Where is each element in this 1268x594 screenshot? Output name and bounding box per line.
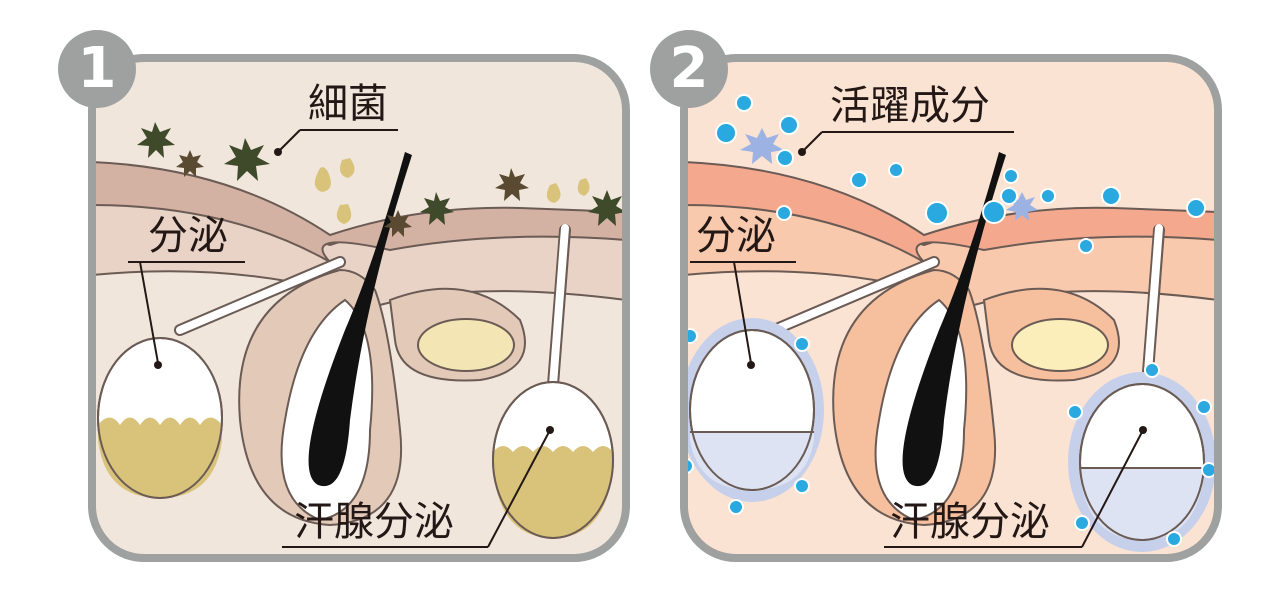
panel-2-ingredient-leader <box>803 131 823 151</box>
panel-1-illustration <box>88 54 630 562</box>
panel-2-bubble <box>715 122 737 144</box>
panel-2-bubble <box>776 149 794 167</box>
panel-2-bubble <box>1000 187 1018 205</box>
panel-1-left-gland-fill <box>98 417 222 498</box>
panel-2-bubble <box>1101 186 1121 206</box>
panel-1-bacteria-label: 細菌 <box>308 81 388 127</box>
panel-1-duct <box>176 258 344 334</box>
panel-2-illustration <box>680 54 1222 562</box>
panel-2-sparkle <box>740 128 784 164</box>
panel-2-bubble <box>776 205 792 221</box>
panel-1-secretion-label: 分泌 <box>148 213 228 259</box>
panel-1-bacteria <box>420 192 454 225</box>
panel-1-sebum-drop <box>336 204 352 224</box>
panel-1-bacteria-leader <box>279 129 301 151</box>
panel-2-bubble <box>1186 198 1206 218</box>
panel-2-bubble <box>1196 399 1212 415</box>
panel-2-bubble <box>925 201 949 225</box>
panel-1-sebaceous-gland <box>417 318 515 372</box>
panel-1-number-badge: 1 <box>58 30 136 108</box>
panel-2-bubble <box>1074 515 1090 531</box>
panel-2-bubble <box>1166 531 1182 547</box>
panel-1: 1 細菌 分泌 汗腺分泌 <box>58 30 630 562</box>
panel-2-bubble <box>982 200 1006 224</box>
panel-2-sebaceous-gland <box>1011 318 1109 372</box>
panel-2-skin-top <box>684 160 1218 263</box>
panel-2-bubbles <box>684 94 1217 547</box>
panel-2-bubble <box>1078 238 1094 254</box>
panel-1-bacteria <box>137 122 175 158</box>
panel-2-sweat-duct <box>1143 224 1163 389</box>
panel-2-bubble <box>888 162 904 178</box>
panel-2-secretion-label: 分泌 <box>696 213 776 259</box>
panel-1-right-gland-fill <box>493 446 613 538</box>
panel-2-frame <box>680 54 1222 562</box>
panel-1-skin-top <box>92 160 626 263</box>
panel-1-hair <box>308 152 412 487</box>
panel-2-bubble <box>850 171 868 189</box>
panel-2: 2 活躍成分 分泌 汗腺分泌 <box>634 0 1268 594</box>
panel-2-bubble <box>735 94 753 112</box>
panel-2-bubble <box>1144 362 1160 378</box>
panel-2-left-gland-fill <box>690 432 814 490</box>
panel-2-bubble <box>794 336 810 352</box>
panel-1-bacteria <box>224 138 270 181</box>
panel-1-bacteria <box>384 210 412 237</box>
panel-1-bacteria <box>588 190 626 226</box>
panel-2-bubble <box>779 115 799 135</box>
panel-1-sebum-drop <box>340 158 355 178</box>
panel-2-ingredient-label: 活躍成分 <box>830 83 990 129</box>
panel-2-bubble <box>728 499 744 515</box>
panel-2-number-badge: 2 <box>650 30 728 108</box>
panel-1-sweat-duct <box>549 224 569 389</box>
panel-2-duct <box>770 258 938 334</box>
panel-2-bubble <box>1040 188 1056 204</box>
panel-1-sweat-label: 汗腺分泌 <box>294 499 454 545</box>
panel-1-sebum-drop <box>546 183 561 203</box>
panel-2-bubble <box>1201 462 1217 478</box>
panel-2-bubble <box>794 478 810 494</box>
panel-1-sebum-drop <box>314 167 331 192</box>
panel-1-bacteria <box>495 168 529 201</box>
panel-1-bacteria <box>176 150 204 177</box>
panel-2-bubble <box>1003 168 1019 184</box>
panel-2-bubble <box>1067 404 1083 420</box>
panel-1-frame <box>88 54 630 562</box>
panel-1-sebum-drop <box>577 178 590 196</box>
panel-2-right-gland-fill <box>1080 468 1204 540</box>
panel-2-hair <box>902 152 1006 487</box>
panel-2-sweat-label: 汗腺分泌 <box>890 499 1050 545</box>
